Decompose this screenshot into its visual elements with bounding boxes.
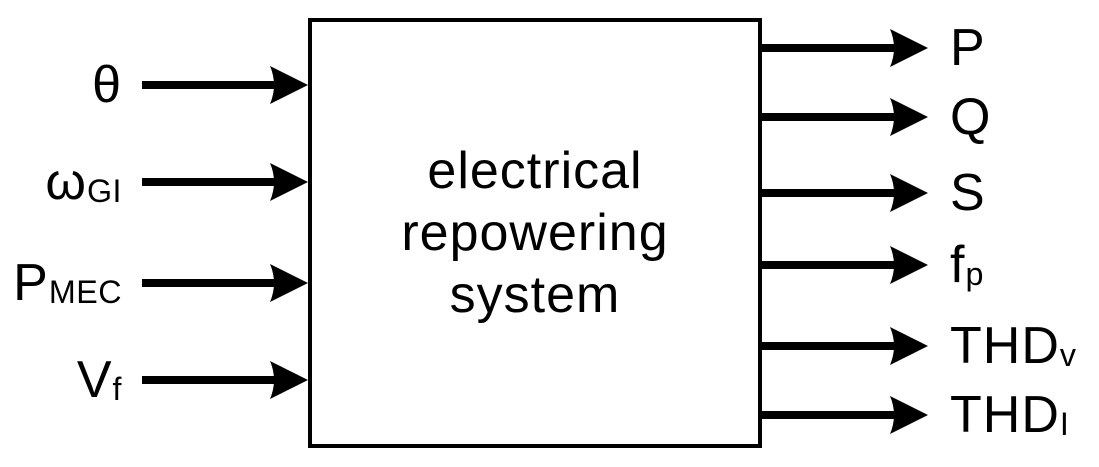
arrow-head (890, 98, 928, 136)
input-label-base: V (76, 351, 113, 409)
block-title-line-2: repowering (401, 204, 669, 262)
arrow-right-icon (762, 174, 928, 212)
arrow-head (270, 361, 308, 399)
input-label-subscript: f (112, 370, 122, 407)
arrow-head (890, 29, 928, 67)
output-label-q: Q (950, 85, 991, 149)
input-label-theta: θ (0, 53, 122, 117)
output-label-base: Q (950, 88, 992, 146)
output-label-base: S (950, 164, 986, 222)
output-label-subscript: I (1059, 405, 1070, 442)
arrow-head (890, 327, 928, 365)
input-label-base: P (13, 254, 49, 312)
arrow-head (890, 246, 928, 284)
arrow-head (270, 66, 308, 104)
arrow-right-icon (762, 327, 928, 365)
arrow-right-icon (142, 66, 308, 104)
arrow-head (890, 396, 928, 434)
output-label-base: P (950, 19, 986, 77)
arrow-head (890, 174, 928, 212)
block-title-line-3: system (449, 266, 621, 324)
input-label-base: ω (45, 153, 87, 211)
arrow-right-icon (142, 163, 308, 201)
arrow-right-icon (762, 396, 928, 434)
output-label-p: P (950, 16, 986, 80)
system-block: electrical repowering system (308, 18, 762, 448)
output-label-base: f (950, 236, 966, 294)
output-label-base: THD (950, 317, 1060, 375)
input-label-subscript: MEC (48, 273, 122, 310)
arrow-right-icon (762, 29, 928, 67)
output-label-base: THD (950, 386, 1060, 444)
input-label-base: θ (92, 56, 122, 114)
arrow-right-icon (142, 264, 308, 302)
arrow-right-icon (762, 246, 928, 284)
arrow-head (270, 163, 308, 201)
output-label-s: S (950, 161, 986, 225)
arrow-right-icon (142, 361, 308, 399)
arrow-right-icon (762, 98, 928, 136)
arrow-head (270, 264, 308, 302)
block-title-line-1: electrical (427, 142, 643, 200)
output-label-subscript: v (1059, 336, 1077, 373)
output-label-subscript: p (965, 255, 984, 292)
input-label-subscript: GI (86, 172, 122, 209)
